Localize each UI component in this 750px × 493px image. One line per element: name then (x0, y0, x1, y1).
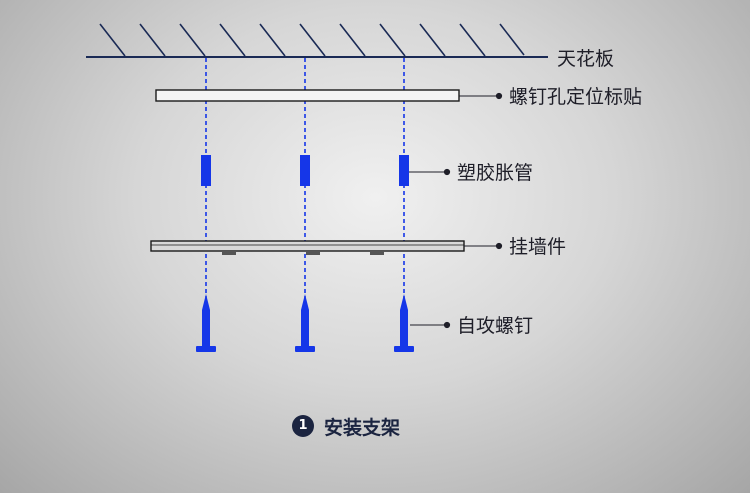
label-plastic-anchor: 塑胶胀管 (457, 162, 534, 184)
step-title: 安装支架 (324, 416, 401, 439)
tapping-screw-center (295, 294, 315, 352)
tapping-screw-right (394, 294, 414, 352)
positioning-sticker (155, 89, 460, 102)
leader-lines (409, 92, 503, 329)
plastic-anchor-center (300, 155, 310, 186)
label-ceiling: 天花板 (557, 48, 615, 70)
wall-bracket (150, 240, 465, 255)
step-heading: 1 安装支架 (292, 414, 401, 439)
plastic-anchor-right (399, 155, 409, 186)
plastic-anchors (201, 155, 409, 186)
plastic-anchor-left (201, 155, 211, 186)
step-number-badge: 1 (292, 415, 314, 437)
tapping-screw-left (196, 294, 216, 352)
ceiling-hatching (99, 23, 525, 57)
label-positioning-sticker: 螺钉孔定位标贴 (509, 86, 643, 108)
tapping-screws (196, 294, 414, 352)
label-tapping-screw: 自攻螺钉 (457, 315, 534, 337)
label-wall-bracket: 挂墙件 (509, 236, 567, 258)
